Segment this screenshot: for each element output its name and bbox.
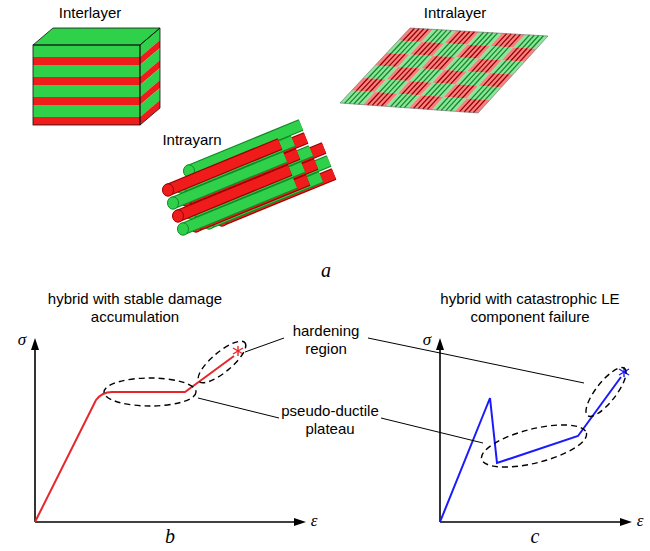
layer-front: [33, 57, 140, 65]
fabric-stripe: [508, 61, 520, 74]
layer-front: [33, 97, 140, 105]
chart-title: hybrid with catastrophic LE component fa…: [420, 290, 640, 326]
fabric-stripe: [520, 49, 532, 62]
leader-line: [368, 338, 584, 383]
fibre-end: [168, 197, 179, 209]
leader-line: [198, 398, 279, 418]
fibre-end: [163, 184, 174, 196]
layer-front: [33, 85, 140, 97]
leader-line: [245, 338, 284, 352]
layer-front: [33, 77, 140, 85]
plateau-ellipse: [104, 378, 196, 406]
callout-text: pseudo-ductile plateau: [280, 402, 380, 438]
axes-b: [31, 338, 306, 526]
leader-lines: [198, 338, 584, 443]
fabric-stripe: [532, 36, 544, 49]
y-axis: [34, 346, 36, 522]
panel-letter: b: [155, 524, 185, 548]
layer-front: [33, 45, 140, 57]
stack-outline: [140, 28, 160, 125]
axis-arrow: [294, 518, 306, 526]
axis-arrow: [620, 518, 632, 526]
panel-letter: a: [311, 258, 341, 282]
axis-label: σ: [417, 330, 437, 350]
part-name: Intrayarn: [132, 131, 252, 149]
x-axis: [440, 521, 624, 523]
axis-arrow: [436, 338, 444, 350]
x-axis: [35, 521, 298, 523]
plateau-ellipse: [477, 416, 590, 475]
fibre-edge: [183, 183, 295, 229]
stress-strain-curve: [35, 356, 234, 522]
axis-label: σ: [12, 330, 32, 350]
panel-letter: c: [520, 524, 550, 548]
part-name: Intralayer: [395, 4, 515, 22]
fibre-end: [173, 210, 184, 222]
layer-front: [33, 65, 140, 77]
axes-c: [436, 338, 632, 526]
failure-star: [233, 346, 243, 356]
fabric-stripe: [485, 87, 497, 100]
axis-label: ε: [632, 511, 648, 531]
fabric-stripe: [497, 74, 509, 87]
part-name: Interlayer: [30, 4, 150, 22]
layer-top: [33, 28, 160, 45]
hardening-ellipse: [580, 362, 633, 422]
chart-title: hybrid with stable damage accumulation: [30, 290, 240, 326]
y-axis: [439, 346, 441, 522]
layer-front: [33, 117, 140, 125]
intralayer-fabric: [340, 28, 548, 113]
fabric-outline: [340, 28, 548, 113]
fibre: [183, 183, 295, 229]
hardening-ellipse: [193, 335, 252, 389]
fabric-stripe: [473, 100, 485, 113]
axis-arrow: [31, 338, 39, 350]
callout-text: hardening region: [281, 322, 371, 358]
fibre-end: [178, 223, 189, 235]
axis-label: ε: [306, 511, 322, 531]
interlayer-stack: [33, 28, 160, 125]
layer-side: [140, 100, 160, 125]
layer-front: [33, 105, 140, 117]
stress-strain-curve: [440, 377, 621, 522]
leader-line: [381, 418, 483, 443]
stack-outline: [33, 45, 140, 125]
